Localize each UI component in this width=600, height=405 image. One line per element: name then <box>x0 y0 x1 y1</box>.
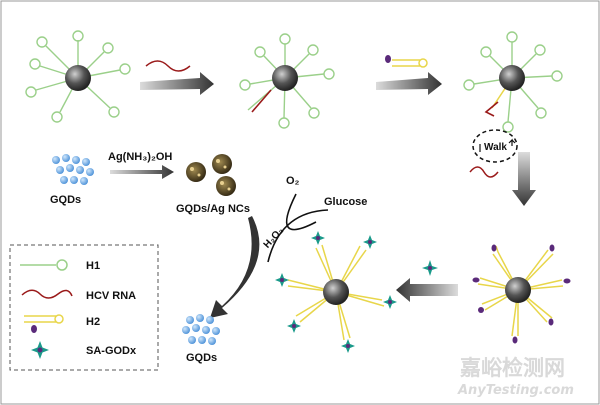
hairpin-h2-icon <box>31 325 37 333</box>
gqds-ag-ncs <box>186 154 236 196</box>
gold-nanoparticle-icon <box>65 65 91 91</box>
reagent-label: Ag(NH₃)₂OH <box>108 151 172 163</box>
o2-consumption-curve <box>285 193 317 231</box>
stage2-particle <box>239 33 335 129</box>
released-rna-icon <box>469 166 499 178</box>
legend-label: HCV RNA <box>86 290 136 302</box>
legend-item-hcv-rna: HCV RNA <box>21 289 136 302</box>
o2-label: O₂ <box>286 175 300 187</box>
gqds-bottom-label: GQDs <box>186 352 217 364</box>
legend-label: H1 <box>86 260 100 272</box>
gqds-left-label: GQDs <box>50 194 81 206</box>
walk-label: Walk <box>484 142 507 153</box>
legend-label: SA-GODx <box>86 345 137 357</box>
stage4-particle <box>472 244 571 344</box>
legend: H1 HCV RNA H2 SA-GODx <box>9 244 159 371</box>
watermark-latin: AnyTesting.com <box>457 383 574 398</box>
walk-cycle: Walk <box>469 129 518 178</box>
sa-godx-star-icon <box>31 341 49 359</box>
legend-label: H2 <box>86 316 100 328</box>
legend-item-sa-godx: SA-GODx <box>31 341 137 359</box>
stage1-particle <box>25 30 131 123</box>
glucose-curve <box>267 209 329 263</box>
glucose-label: Glucose <box>324 196 367 208</box>
gold-nanoparticle-icon <box>499 65 525 91</box>
legend-item-h2: H2 <box>24 314 100 333</box>
gold-nanoparticle-icon <box>323 279 349 305</box>
arrow-add-sa-godx <box>396 260 458 302</box>
hairpin-h2-icon <box>385 55 428 68</box>
gqds-ag-label: GQDs/Ag NCs <box>176 203 250 215</box>
gqds-cluster-left <box>52 154 94 185</box>
stage5-particle <box>275 231 397 353</box>
hcv-rna-strand-icon <box>145 60 191 72</box>
watermark-chinese: 嘉峪检测网 <box>460 356 565 380</box>
hairpin-h1-icon <box>56 259 68 271</box>
watermark: 嘉峪检测网 AnyTesting.com <box>457 356 574 398</box>
hcv-rna-strand-icon <box>21 289 73 299</box>
arrow-down <box>512 152 536 206</box>
gold-nanoparticle-icon <box>505 277 531 303</box>
arrow-add-hcv-rna <box>140 60 214 95</box>
sa-godx-star-icon <box>422 260 438 276</box>
etching-arrow <box>210 216 260 318</box>
gqds-cluster-bottom <box>182 314 220 345</box>
arrow-ag-reaction: Ag(NH₃)₂OH <box>108 151 174 179</box>
legend-item-h1: H1 <box>20 259 100 272</box>
gold-nanoparticle-icon <box>272 65 298 91</box>
arrow-add-h2 <box>376 55 442 95</box>
stage3-particle <box>463 31 563 133</box>
